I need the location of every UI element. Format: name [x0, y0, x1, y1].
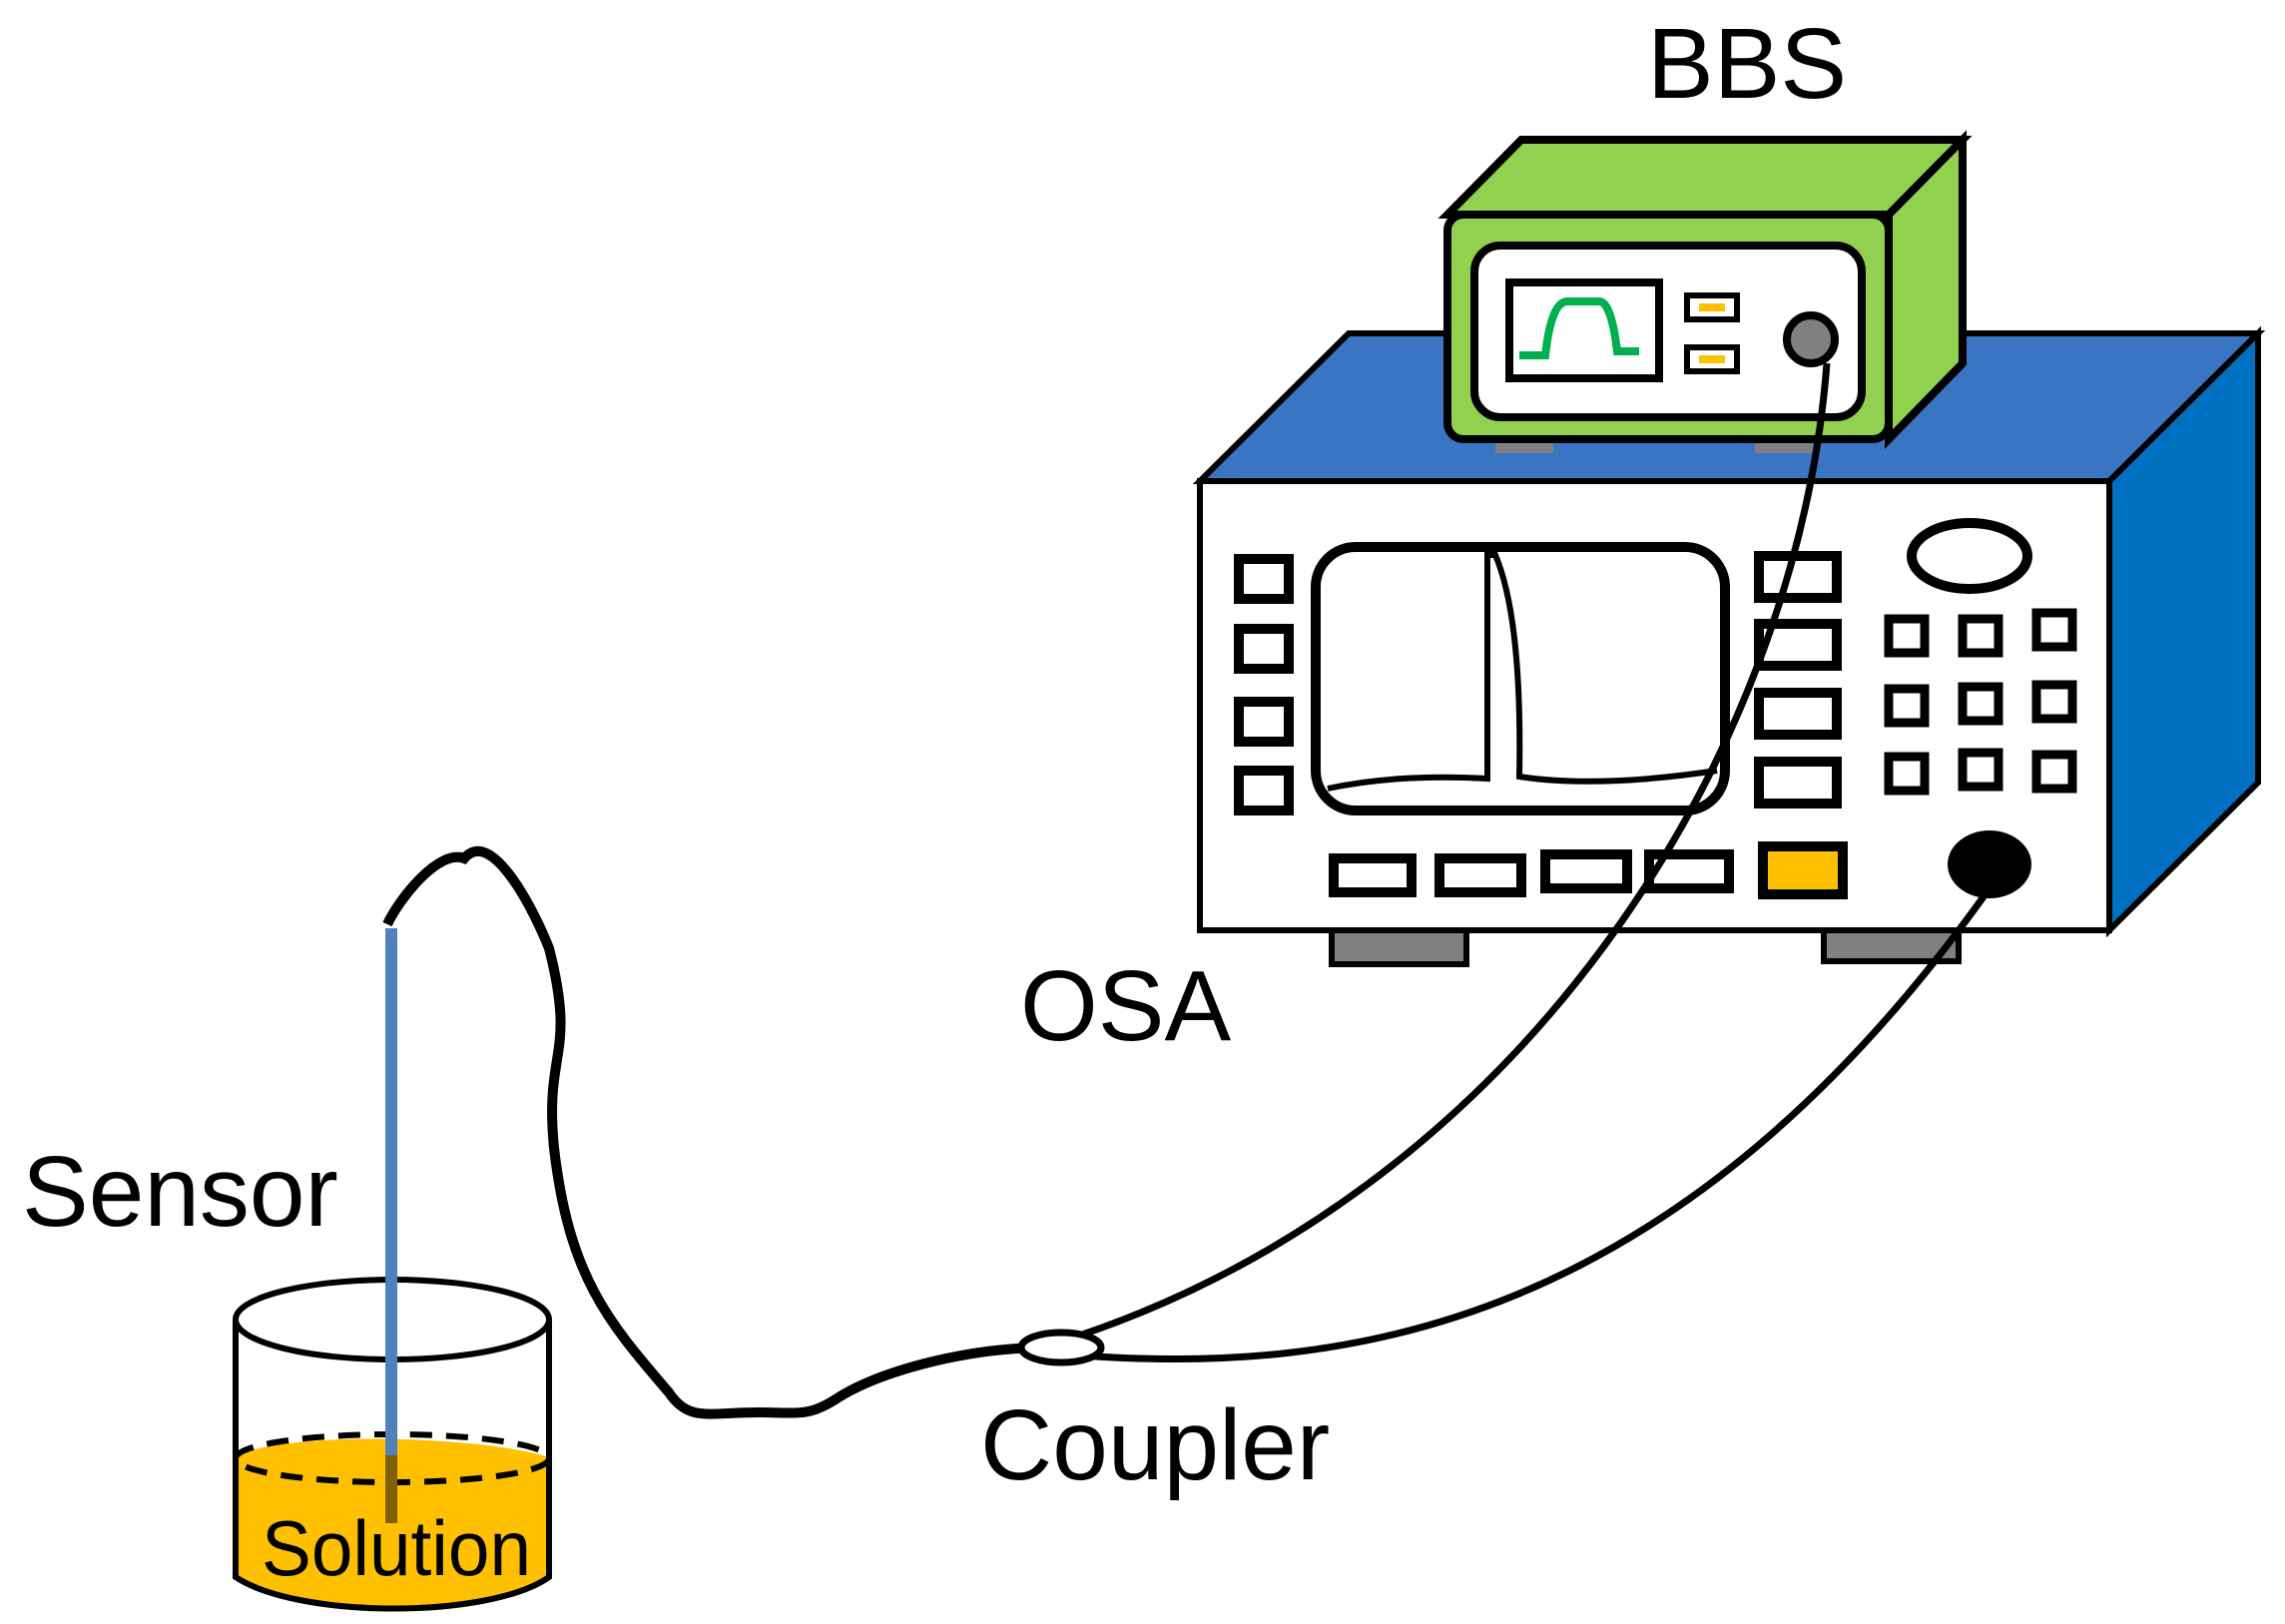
osa-foot-left	[1329, 927, 1469, 967]
fiber-coupler-to-osa	[1067, 885, 1993, 1363]
osa-spectrum-trace	[1327, 552, 1718, 792]
osa-softkey-4[interactable]	[1754, 757, 1842, 809]
osa-softkey-1[interactable]	[1754, 551, 1842, 603]
osa-bottom-button-3[interactable]	[1540, 849, 1632, 893]
keypad-key[interactable]	[1884, 614, 1930, 658]
keypad-key[interactable]	[1958, 614, 2003, 658]
osa-knob[interactable]	[1907, 518, 2032, 594]
coupler-icon	[1017, 1329, 1105, 1366]
bbs-spectrum-trace	[1519, 297, 1639, 359]
keypad-key[interactable]	[1958, 682, 2003, 726]
keypad-key[interactable]	[1884, 684, 1930, 728]
keypad-key[interactable]	[1958, 748, 2003, 792]
bbs-top-face	[1437, 136, 1973, 219]
osa-label: OSA	[1020, 950, 1231, 1062]
solution-label: Solution	[262, 1504, 531, 1592]
optical-fibers	[382, 362, 1993, 1419]
bbs-output-port[interactable]	[1783, 311, 1839, 367]
keypad-key[interactable]	[2031, 680, 2077, 724]
sensor-probe	[385, 928, 397, 1467]
osa-left-button-1[interactable]	[1234, 554, 1294, 604]
osa-bottom-button-2[interactable]	[1434, 853, 1526, 897]
osa-left-button-4[interactable]	[1234, 766, 1294, 815]
osa-bottom-button-1[interactable]	[1329, 853, 1417, 897]
osa-left-button-2[interactable]	[1234, 624, 1294, 674]
beaker-walls	[233, 1320, 552, 1612]
fiber-bbs-to-coupler	[1056, 362, 1831, 1347]
keypad-key[interactable]	[2031, 750, 2077, 794]
bbs-instrument	[1437, 130, 1973, 453]
osa-highlight-button[interactable]	[1758, 841, 1848, 899]
keypad-key[interactable]	[2031, 608, 2077, 652]
osa-softkey-2[interactable]	[1754, 619, 1842, 671]
osa-left-button-3[interactable]	[1234, 697, 1294, 747]
coupler-label: Coupler	[980, 1389, 1330, 1501]
osa-keypad	[1884, 608, 2077, 796]
sensor-label: Sensor	[22, 1136, 338, 1248]
bbs-indicator-2-lamp	[1699, 355, 1725, 363]
keypad-key[interactable]	[1884, 752, 1930, 796]
sensor-probe-tip	[385, 1455, 397, 1523]
osa-softkey-3[interactable]	[1754, 688, 1842, 740]
bbs-display	[1505, 278, 1663, 382]
fiber-coupler-to-sensor	[382, 845, 1039, 1419]
osa-input-port[interactable]	[1948, 830, 2031, 898]
bbs-label: BBS	[1647, 8, 1847, 120]
bbs-indicator-1-lamp	[1699, 303, 1725, 311]
osa-display-screen	[1311, 542, 1730, 815]
osa-instrument	[1192, 325, 2266, 967]
